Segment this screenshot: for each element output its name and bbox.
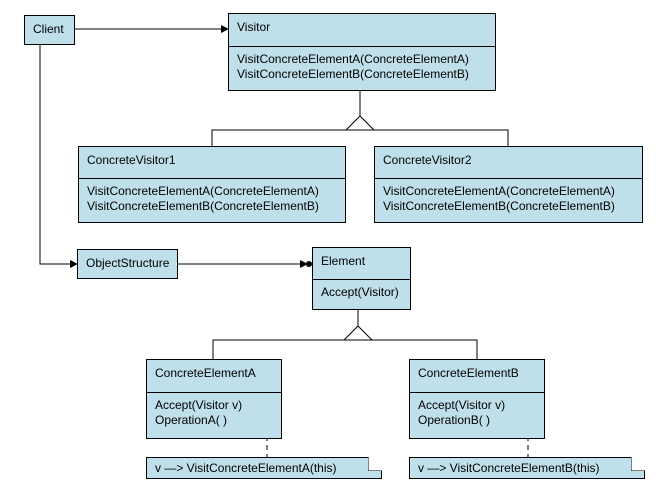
class-name: Client: [33, 22, 64, 36]
class-name: ConcreteElementB: [418, 366, 519, 380]
class-concrete-visitor2[interactable]: ConcreteVisitor2 VisitConcreteElementA(C…: [374, 146, 643, 223]
class-operations: VisitConcreteElementA(ConcreteElementA) …: [375, 178, 642, 222]
operation: VisitConcreteElementA(ConcreteElementA): [87, 184, 319, 198]
note-b[interactable]: v —> VisitConcreteElementB(this): [409, 457, 645, 479]
note-fold-icon: [368, 457, 382, 471]
class-visitor[interactable]: Visitor VisitConcreteElementA(ConcreteEl…: [228, 13, 496, 91]
operation: OperationA( ): [155, 413, 228, 427]
note-a[interactable]: v —> VisitConcreteElementA(this): [146, 457, 382, 479]
class-name: ObjectStructure: [86, 256, 170, 270]
operation: OperationB( ): [418, 413, 491, 427]
note-fold-icon: [631, 457, 645, 471]
operation: Accept(Visitor): [321, 285, 399, 299]
operation: VisitConcreteElementB(ConcreteElementB): [237, 67, 469, 81]
visitor-inheritance-triangle: [344, 115, 376, 131]
visitor-inheritance-branches: [211, 129, 509, 146]
class-operations: VisitConcreteElementA(ConcreteElementA) …: [79, 178, 345, 222]
class-name: ConcreteVisitor2: [383, 153, 472, 167]
operation: VisitConcreteElementA(ConcreteElementA): [383, 184, 615, 198]
multiplicity-dot: [306, 261, 312, 267]
client-objectstructure-association: [39, 45, 78, 268]
class-name: ConcreteVisitor1: [87, 153, 176, 167]
operation: VisitConcreteElementA(ConcreteElementA): [237, 52, 469, 66]
class-object-structure[interactable]: ObjectStructure: [77, 249, 178, 279]
element-inheritance-branches: [212, 339, 478, 359]
class-operations: Accept(Visitor v) OperationB( ): [410, 392, 544, 438]
class-operations: Accept(Visitor): [313, 279, 410, 309]
class-operations: Accept(Visitor v) OperationA( ): [147, 392, 281, 438]
note-text: v —> VisitConcreteElementB(this): [418, 461, 600, 475]
class-name: Visitor: [237, 20, 271, 34]
operation: Accept(Visitor v): [418, 398, 506, 412]
class-concrete-element-a[interactable]: ConcreteElementA Accept(Visitor v) Opera…: [146, 359, 282, 439]
class-concrete-visitor1[interactable]: ConcreteVisitor1 VisitConcreteElementA(C…: [78, 146, 346, 223]
element-inheritance-triangle: [342, 325, 374, 341]
operation: Accept(Visitor v): [155, 398, 243, 412]
class-client[interactable]: Client: [24, 15, 75, 45]
class-element[interactable]: Element Accept(Visitor): [312, 247, 411, 310]
class-name: ConcreteElementA: [155, 366, 256, 380]
operation: VisitConcreteElementB(ConcreteElementB): [87, 199, 319, 213]
note-text: v —> VisitConcreteElementA(this): [155, 461, 337, 475]
class-name: Element: [321, 254, 366, 268]
class-operations: VisitConcreteElementA(ConcreteElementA) …: [229, 46, 495, 90]
operation: VisitConcreteElementB(ConcreteElementB): [383, 199, 615, 213]
class-concrete-element-b[interactable]: ConcreteElementB Accept(Visitor v) Opera…: [409, 359, 545, 439]
